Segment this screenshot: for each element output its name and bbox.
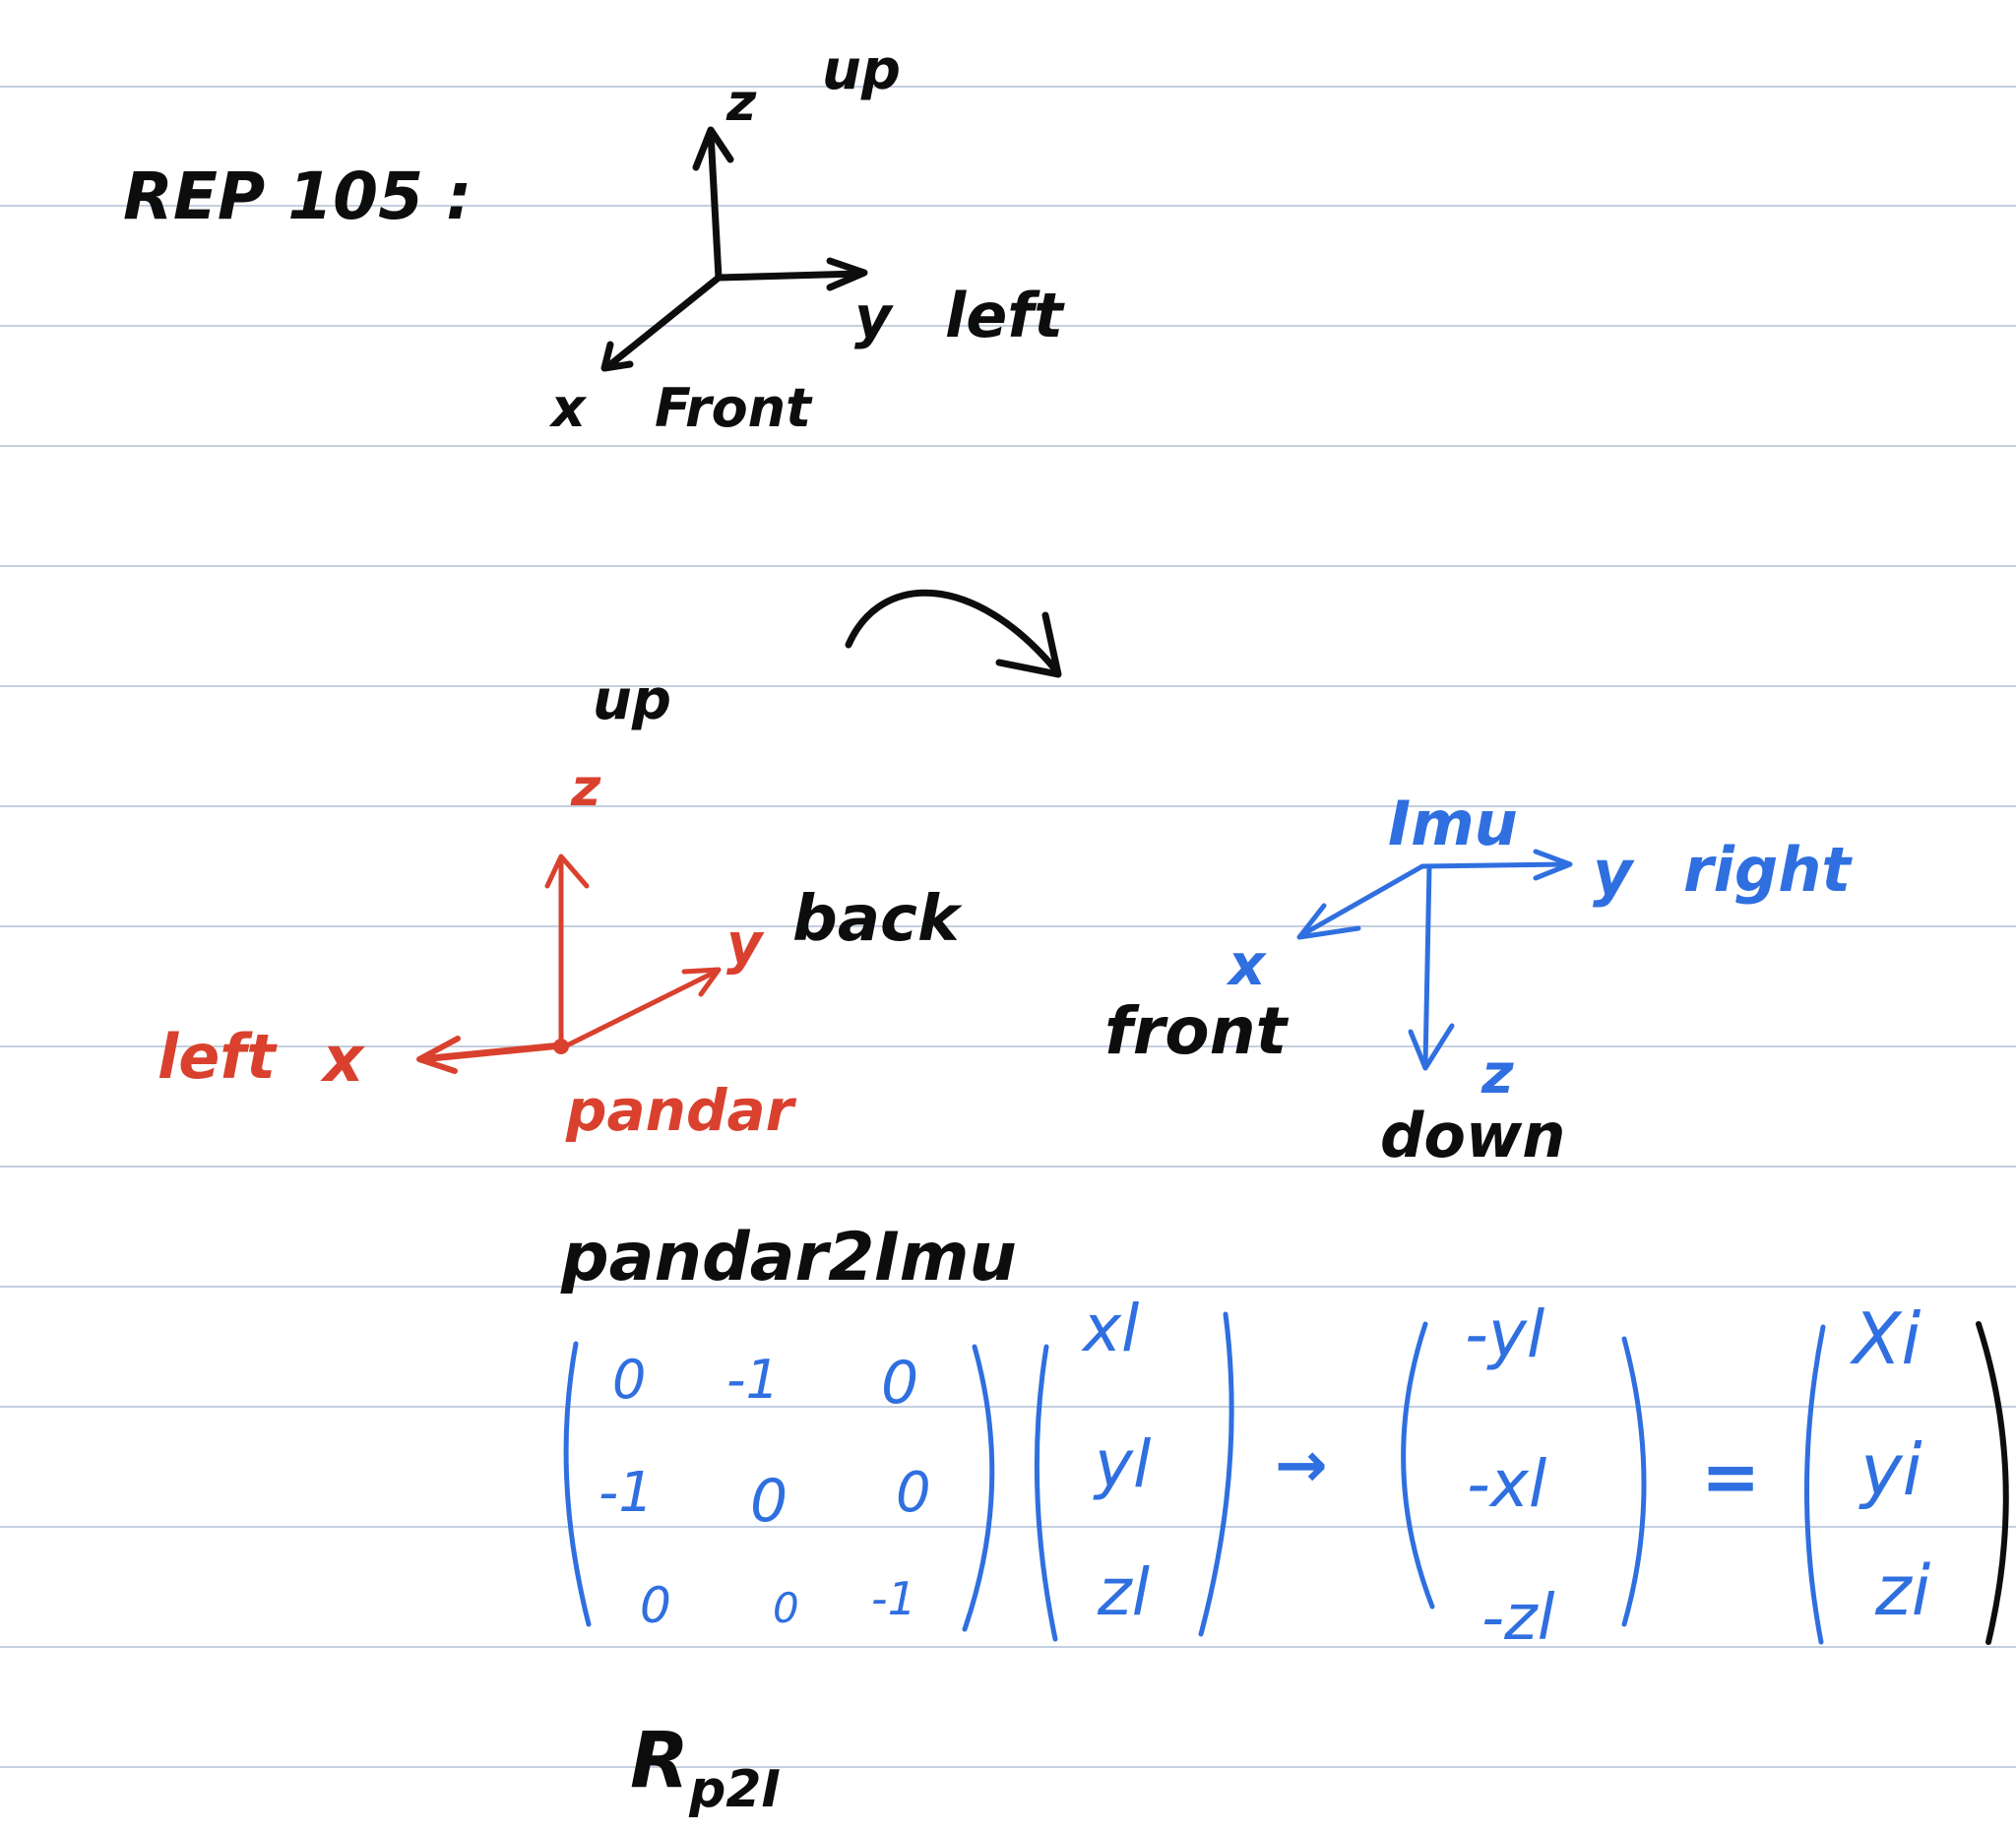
matrix-cell: 0 xyxy=(773,1584,799,1632)
imu-x-arrowhead xyxy=(1296,903,1361,940)
imu-name: Imu xyxy=(1388,788,1518,859)
result-entry: -zl xyxy=(1481,1582,1555,1655)
matrix-cell: 0 xyxy=(612,1349,646,1411)
pandar-x-label: x xyxy=(320,1024,365,1097)
imu-z-arrow xyxy=(1422,863,1432,1068)
imu-z-arrowhead xyxy=(1408,1023,1455,1071)
matrix-left-paren xyxy=(563,1341,592,1627)
pandar-z-dir: up xyxy=(593,668,671,732)
input-entry: zl xyxy=(1097,1554,1151,1630)
pandar-x-arrow xyxy=(417,1042,565,1063)
pandar-x-dir: left xyxy=(158,1021,278,1093)
matrix-cell: 0 xyxy=(640,1577,671,1634)
pandar-x-arrowhead xyxy=(416,1036,461,1074)
pandar-y-arrowhead xyxy=(681,967,722,997)
rotation-label-sub: p2I xyxy=(688,1760,781,1819)
imu-y-arrowhead xyxy=(1533,849,1573,881)
input-entry: yl xyxy=(1093,1426,1152,1502)
rep105-z-label: z xyxy=(725,74,757,133)
rep105-y-label: y xyxy=(854,284,894,350)
output-entry: Xi xyxy=(1849,1297,1921,1380)
ruled-lines xyxy=(0,86,2016,1768)
matrix-right-paren xyxy=(962,1344,995,1632)
pandar-z-arrowhead xyxy=(544,853,590,889)
pandar-y-label: y xyxy=(726,913,765,977)
rep105-x-arrow xyxy=(604,274,723,370)
rep105-x-arrowhead xyxy=(600,341,634,372)
matrix-cell: 0 xyxy=(896,1461,931,1525)
rep105-x-dir: Front xyxy=(655,377,813,439)
imu-y-dir: right xyxy=(1683,834,1853,906)
rep105-y-dir: left xyxy=(945,280,1065,351)
imu-frame xyxy=(1296,849,1573,1071)
imu-z-label: z xyxy=(1480,1043,1514,1106)
rotation-label-main: R xyxy=(630,1717,689,1805)
input-vector: xl yl zl xyxy=(1081,1291,1152,1630)
rep105-z-arrowhead xyxy=(692,126,734,171)
rep105-y-arrowhead xyxy=(826,257,868,291)
pandar-y-dir: back xyxy=(792,883,963,956)
equals-sign: = xyxy=(1701,1435,1760,1518)
result-right-paren xyxy=(1621,1336,1647,1627)
imu-x-label: x xyxy=(1226,931,1267,998)
matrix-cell: -1 xyxy=(726,1349,780,1411)
input-left-paren xyxy=(1034,1344,1058,1642)
rep105-x-label: x xyxy=(548,377,588,439)
output-entry: yi xyxy=(1858,1428,1922,1511)
rep105-z-arrow xyxy=(707,129,723,282)
matrix-cell: 0 xyxy=(750,1467,788,1536)
imu-x-dir: front xyxy=(1104,993,1290,1069)
pandar-frame xyxy=(416,853,722,1074)
result-entry: -xl xyxy=(1467,1446,1547,1522)
pandar-y-arrow xyxy=(558,969,719,1051)
matrix-brackets xyxy=(563,1311,1826,1645)
rep105-y-arrow xyxy=(715,270,863,282)
matrix-cell: -1 xyxy=(871,1572,916,1625)
output-entry: zi xyxy=(1874,1550,1931,1631)
output-vector: Xi yi zi xyxy=(1849,1297,1931,1631)
title-rep105: REP 105 : xyxy=(123,158,472,234)
rep105-frame xyxy=(600,126,868,372)
output-right-paren xyxy=(1976,1321,2009,1645)
rep105-z-dir: up xyxy=(822,38,901,102)
transform-label: pandar2Imu xyxy=(560,1219,1017,1296)
imu-x-arrow xyxy=(1298,863,1425,938)
input-entry: xl xyxy=(1081,1291,1140,1366)
pandar-z-label: z xyxy=(570,759,601,818)
output-left-paren xyxy=(1804,1324,1826,1645)
transition-arrow xyxy=(845,589,1062,678)
matrix-cell: 0 xyxy=(881,1349,918,1418)
result-left-paren xyxy=(1401,1321,1435,1610)
imu-y-arrow xyxy=(1419,861,1570,869)
imu-z-dir: down xyxy=(1380,1100,1565,1171)
pandar-origin xyxy=(553,1039,569,1054)
rotation-matrix: 0 -1 0 -1 0 0 0 0 -1 xyxy=(598,1349,931,1634)
pandar-name: pandar xyxy=(565,1077,797,1144)
input-right-paren xyxy=(1198,1311,1234,1637)
result-vector: -yl -xl -zl xyxy=(1465,1296,1555,1655)
matrix-cell: -1 xyxy=(598,1461,654,1525)
implies-arrow: → xyxy=(1275,1429,1328,1502)
result-entry: -yl xyxy=(1465,1296,1545,1372)
rotation-label: Rp2I xyxy=(630,1717,781,1819)
imu-y-label: y xyxy=(1593,837,1635,909)
